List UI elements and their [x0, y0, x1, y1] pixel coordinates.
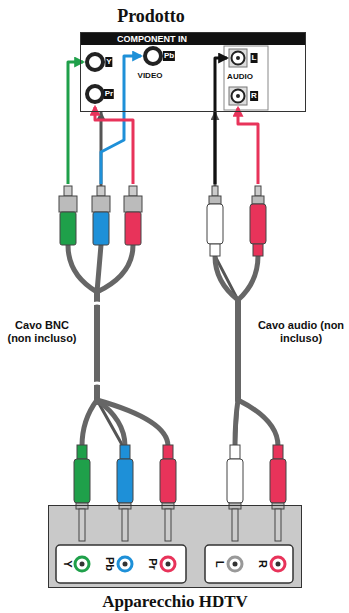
component-plug	[117, 445, 133, 541]
jack-y	[87, 54, 103, 70]
audio-jack-frame	[229, 87, 247, 105]
bnc-plug	[59, 186, 77, 245]
cable-label: Cavo audio (non incluso)	[254, 318, 348, 346]
insertion-arrows	[68, 56, 258, 184]
jack-pb	[145, 48, 161, 64]
bnc-plug	[92, 186, 110, 245]
jack-label: L	[214, 561, 226, 568]
cable-trunk	[235, 300, 241, 400]
cable-wire	[238, 400, 278, 446]
device-jack	[118, 557, 132, 571]
device-heading: Apparecchio HDTV	[49, 592, 301, 612]
audio-jack-panel	[205, 545, 293, 583]
jack-pin	[166, 562, 171, 567]
component-plug	[160, 445, 176, 541]
arrow-pr	[95, 107, 133, 184]
cable-wire	[82, 400, 97, 446]
jack-label: Y	[105, 57, 112, 67]
device-jack	[228, 557, 242, 571]
jack-r	[232, 90, 245, 103]
rca-plug	[207, 186, 223, 256]
cable-wire	[97, 400, 168, 446]
group-label: AUDIO	[227, 72, 253, 82]
jack-label: Pb	[104, 557, 116, 571]
audio-section	[224, 46, 268, 110]
device-body	[48, 505, 302, 588]
cable-break	[88, 303, 106, 386]
jack-label: Y	[62, 560, 74, 567]
jack-pin	[236, 56, 240, 60]
jack-pin	[80, 562, 85, 567]
jack-pin	[276, 562, 281, 567]
rca-plug	[227, 445, 243, 541]
jack-label: Pr	[104, 89, 114, 99]
panel-band: COMPONENT IN	[81, 33, 305, 45]
jack-label: Pb	[163, 51, 175, 61]
component-plug	[74, 445, 90, 541]
jack-pr	[87, 86, 103, 102]
rca-plug	[250, 186, 266, 256]
cable-wire	[215, 256, 238, 300]
jack-label: Pr	[147, 558, 159, 570]
cable-wires	[68, 245, 278, 446]
audio-jack-frame	[229, 49, 247, 67]
jack-label: R	[250, 91, 258, 101]
device-jack	[271, 557, 285, 571]
arrow-l	[215, 58, 227, 184]
cable-wire	[235, 400, 238, 446]
group-label: VIDEO	[138, 71, 163, 81]
jack-pin	[233, 562, 238, 567]
jack-l	[232, 52, 245, 65]
cable-trunk	[94, 290, 100, 402]
arrow-r	[238, 108, 258, 184]
bnc-plug	[124, 186, 142, 245]
cable-wire	[97, 245, 133, 292]
cable-wire	[238, 256, 258, 300]
panel-heading: Prodotto	[81, 6, 221, 26]
jack-label: L	[251, 53, 258, 63]
video-jack-panel	[56, 545, 186, 583]
cable-wire	[68, 245, 97, 292]
cable-wire	[97, 245, 101, 292]
jack-label: R	[257, 560, 269, 568]
jack-pin	[236, 94, 240, 98]
device-jack	[75, 557, 89, 571]
cable-label: Cavo BNC (non incluso)	[1, 318, 83, 346]
input-panel: ProdottoCOMPONENT IN	[80, 32, 306, 112]
rca-plug	[270, 445, 286, 541]
jack-pin	[123, 562, 128, 567]
device-jack	[161, 557, 175, 571]
device-box: Apparecchio HDTV	[48, 505, 302, 588]
